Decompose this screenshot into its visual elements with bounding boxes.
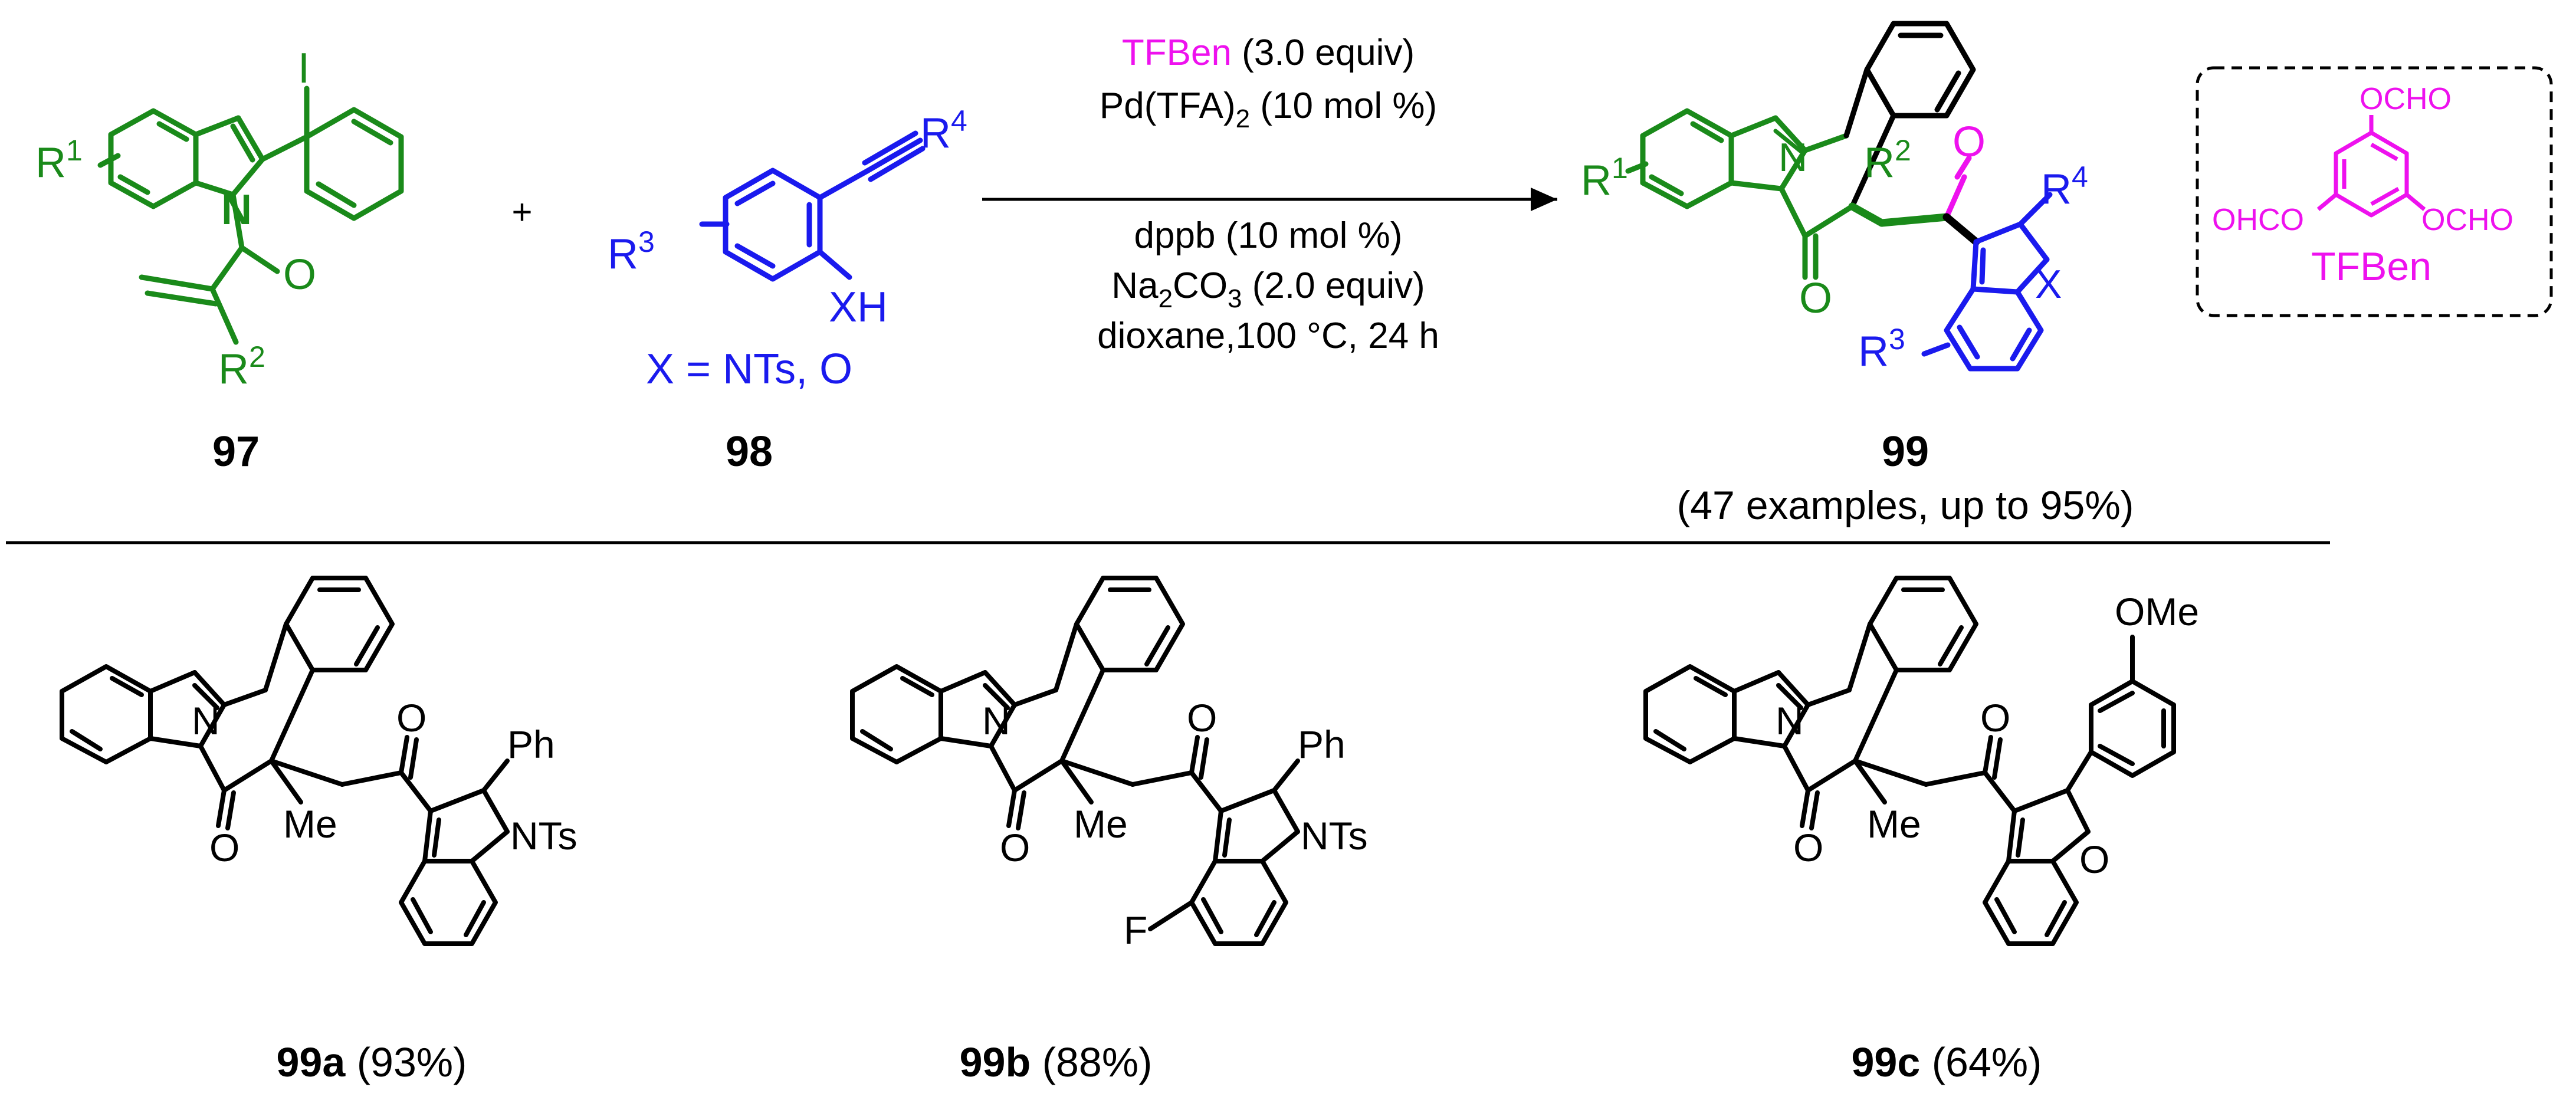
product-99-magenta (1944, 155, 1972, 220)
example-99c-structure (1643, 576, 2176, 946)
reactant-97-iodine: I (298, 45, 310, 92)
example-99b-nitrogen: N (982, 699, 1010, 743)
reaction-conditions: TFBen (3.0 equiv) Pd(TFA)2 (10 mol %) dp… (1097, 32, 1439, 356)
example-99c-nitrogen: N (1776, 699, 1804, 743)
example-99b-structure (850, 576, 1300, 946)
reactant-97-r1: R1 (35, 134, 83, 186)
example-99c-lactam-oxygen: O (1793, 826, 1823, 869)
condition-catalyst: Pd(TFA)2 (10 mol %) (1100, 86, 1437, 133)
product-99-green (1625, 108, 1855, 280)
example-99b-lactam-oxygen: O (1000, 826, 1030, 869)
example-99c-ketone-oxygen: O (1980, 696, 2010, 740)
product-99-r1: R1 (1581, 152, 1628, 204)
product-99-r4: R4 (2041, 160, 2088, 213)
compound-97-label: 97 (212, 428, 260, 475)
condition-base: Na2CO3 (2.0 equiv) (1111, 265, 1425, 313)
example-99a-hetero: NTs (510, 814, 577, 858)
example-99b-methyl: Me (1074, 802, 1128, 846)
reactant-98-r4: R4 (920, 104, 967, 157)
reactant-97-oxygen: O (283, 251, 316, 298)
example-99a-nitrogen: N (192, 699, 220, 743)
example-99c-methyl: Me (1867, 802, 1921, 846)
example-99c-caption: 99c (64%) (1852, 1039, 2042, 1085)
product-99-x: X (2035, 262, 2062, 307)
product-99-r2: R2 (1864, 134, 1911, 186)
reactant-97-nitrogen: N (221, 186, 252, 234)
reactant-98-labels: R4 R3 XH X = NTs, O 98 (608, 104, 967, 475)
product-99-blue (1921, 192, 2053, 372)
example-99b-caption: 99b (88%) (960, 1039, 1153, 1085)
product-99-ketone-oxygen: O (1952, 119, 1986, 166)
example-99a-phenyl: Ph (507, 723, 555, 766)
example-99a-methyl: Me (283, 802, 337, 846)
product-99-lactam-oxygen: O (1799, 275, 1832, 322)
example-99a-lactam-oxygen: O (209, 826, 239, 869)
example-99a-structure (60, 576, 510, 946)
example-99a-labels: N O Me O Ph NTs 99a (93%) (192, 696, 577, 1085)
compound-99-label: 99 (1882, 428, 1929, 475)
tfben-ocho-right: OCHO (2421, 203, 2513, 237)
example-99a-ketone-oxygen: O (396, 696, 426, 740)
reactant-98-x-definition: X = NTs, O (646, 346, 852, 393)
example-99a-caption: 99a (93%) (277, 1039, 467, 1085)
tfben-ocho-top: OCHO (2360, 82, 2452, 116)
example-99c-hetero: O (2079, 838, 2109, 881)
reactant-97-structure (97, 86, 404, 345)
example-99c-methoxy: OMe (2115, 590, 2199, 633)
tfben-ohco-left: OHCO (2212, 203, 2304, 237)
example-99b-phenyl: Ph (1298, 723, 1346, 766)
example-99b-hetero: NTs (1301, 814, 1368, 858)
reactant-98-xh: XH (829, 284, 888, 331)
product-99-r3: R3 (1858, 323, 1905, 375)
example-99b-ketone-oxygen: O (1187, 696, 1217, 740)
reactant-97-labels: R1 I N O R2 97 (35, 45, 316, 475)
example-99c-labels: N O Me O O OMe 99c (64%) (1776, 590, 2199, 1085)
condition-tfben: TFBen (3.0 equiv) (1122, 32, 1415, 73)
example-99b-fluorine: F (1124, 908, 1147, 952)
condition-solvent: dioxane,100 °C, 24 h (1097, 316, 1439, 356)
reactant-98-r3: R3 (608, 225, 655, 278)
compound-98-label: 98 (726, 428, 773, 475)
reactant-98-structure (699, 130, 926, 282)
reactant-97-r2: R2 (218, 340, 265, 393)
tfben-name: TFBen (2311, 244, 2431, 289)
tfben-box: OCHO OHCO OCHO TFBen (2196, 66, 2553, 317)
example-99b-labels: N O Me O Ph NTs F 99b (88%) (960, 696, 1368, 1085)
product-99-black (1843, 21, 1976, 209)
condition-ligand: dppb (10 mol %) (1134, 215, 1403, 256)
product-99-linker (1848, 202, 1951, 227)
product-99-labels: N O R1 R2 O R4 X R3 99 (47 examples, up … (1581, 119, 2134, 528)
compound-99-note: (47 examples, up to 95%) (1677, 483, 2134, 528)
product-99-nitrogen: N (1778, 135, 1807, 180)
plus-sign: + (511, 192, 532, 232)
